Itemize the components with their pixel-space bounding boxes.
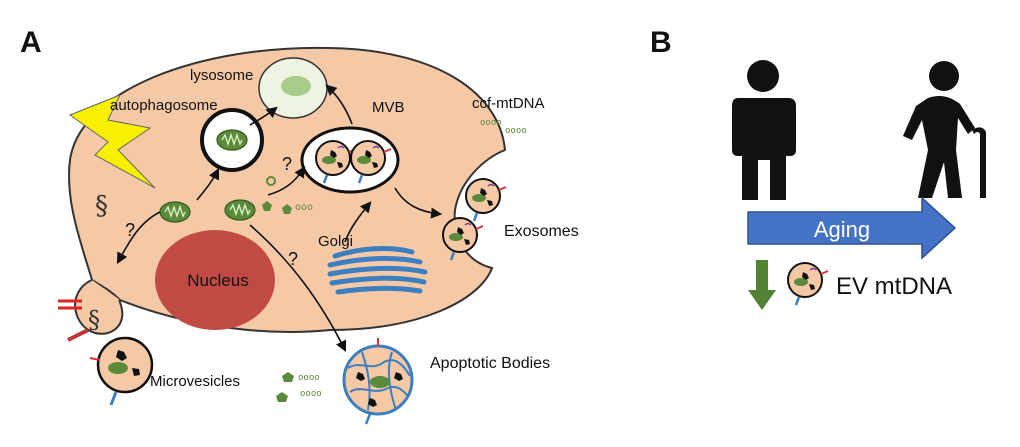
arrow — [116, 211, 161, 264]
arrow — [394, 187, 443, 219]
cargo-icon — [282, 204, 292, 214]
arrow — [196, 167, 220, 201]
ev-mtdna-label: EV mtDNA — [836, 273, 952, 300]
down-arrow-icon — [748, 260, 776, 310]
question-mark: ? — [282, 154, 292, 174]
question-mark: ? — [288, 249, 298, 269]
mtdna-fragment-icon: ooo — [295, 202, 313, 213]
dna-coil-icon: § — [95, 191, 108, 221]
cargo-icon — [132, 368, 140, 376]
nucleus — [155, 230, 275, 330]
membrane-protein-icon — [89, 357, 101, 361]
extracellular-vesicle-icon — [786, 261, 830, 307]
mtdna-fragment-icon: oooo — [480, 118, 502, 128]
microvesicles-label: Microvesicles — [150, 373, 240, 390]
mitochondrion-icon — [159, 201, 191, 223]
mitochondrion-icon — [108, 362, 128, 374]
cargo-icon — [266, 176, 276, 186]
apoptotic-bodies-label: Apoptotic Bodies — [430, 355, 550, 372]
arrow — [344, 201, 372, 243]
cargo-icon — [116, 350, 127, 361]
lightning-icon — [68, 94, 156, 189]
panel-a-label: A — [20, 26, 42, 59]
mvb-label: MVB — [372, 99, 405, 116]
arrow — [249, 224, 347, 353]
cargo-icon — [276, 392, 288, 402]
adult-person-icon — [732, 60, 796, 200]
degraded-mitochondrion-icon — [281, 76, 311, 96]
aging-arrow — [747, 196, 957, 260]
mtdna-fragment-icon: oooo — [300, 389, 322, 399]
ccf-mtdna-label: ccf-mtDNA — [472, 95, 545, 112]
question-mark: ? — [125, 220, 135, 240]
budding-membrane — [74, 279, 124, 335]
lysosome-label: lysosome — [190, 67, 253, 84]
mitochondrion-icon — [224, 199, 256, 221]
membrane-receptor — [58, 299, 89, 342]
golgi-label: Golgi — [318, 233, 353, 250]
membrane-protein-icon — [109, 391, 118, 406]
arrow — [325, 84, 353, 125]
panel-b-label: B — [650, 26, 672, 59]
cargo-icon — [282, 372, 294, 382]
mitochondrion-icon — [216, 129, 248, 151]
aging-label: Aging — [814, 217, 870, 242]
cargo-icon — [262, 201, 272, 211]
arrow — [267, 166, 306, 196]
arrow — [249, 106, 278, 126]
exosome-icon — [464, 177, 508, 223]
autophagosome-label: autophagosome — [110, 97, 218, 114]
golgi-apparatus — [327, 246, 428, 295]
nucleus-label: Nucleus — [187, 271, 248, 290]
elderly-person-with-cane-icon — [903, 61, 986, 198]
mtdna-fragment-icon: oooo — [505, 126, 527, 136]
mtdna-fragment-icon: oooo — [298, 373, 320, 383]
dna-coil-icon: § — [88, 306, 100, 334]
apoptotic-body-icon — [342, 338, 414, 425]
exosomes-label: Exosomes — [504, 223, 579, 240]
